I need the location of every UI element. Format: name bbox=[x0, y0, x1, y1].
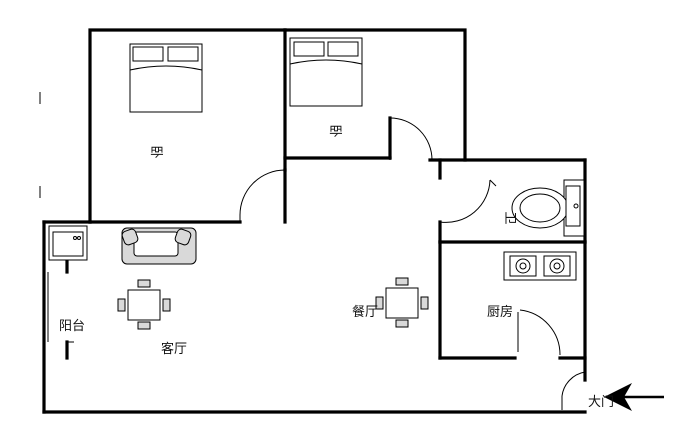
washing-machine-icon bbox=[48, 225, 88, 261]
walls bbox=[39, 28, 587, 414]
table-living-icon bbox=[117, 279, 171, 330]
stove-icon bbox=[503, 251, 577, 281]
entrance-arrow-icon bbox=[604, 383, 664, 411]
label-kitchen: 厨房 bbox=[487, 304, 513, 320]
label-dining: 餐厅 bbox=[352, 304, 378, 320]
table-dining-icon bbox=[375, 277, 429, 328]
bed-right-icon bbox=[289, 37, 363, 107]
label-bedroom-right: 卧 bbox=[327, 124, 342, 137]
toilet-icon bbox=[511, 179, 585, 237]
label-balcony: 阳台 bbox=[59, 319, 85, 334]
bed-left-icon bbox=[129, 43, 203, 113]
label-living: 客厅 bbox=[161, 341, 187, 357]
doors bbox=[239, 117, 586, 410]
label-entrance: 大门 bbox=[588, 395, 614, 410]
label-bathroom: 卫 bbox=[502, 211, 517, 224]
sofa-icon bbox=[121, 227, 197, 265]
label-bedroom-left: 卧 bbox=[148, 145, 163, 158]
